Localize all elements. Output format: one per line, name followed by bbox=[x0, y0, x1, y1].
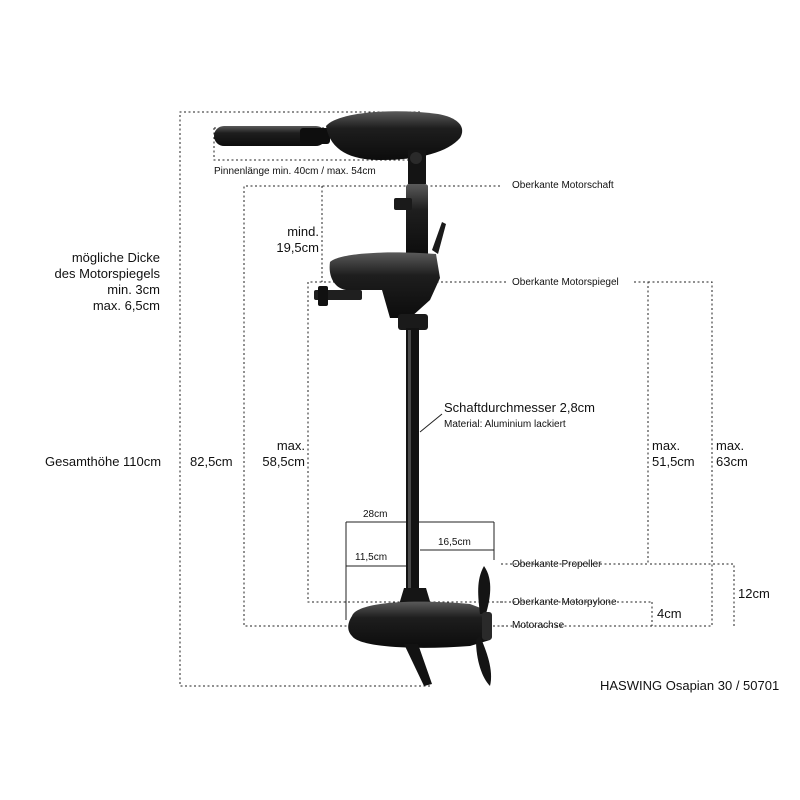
height-63-line bbox=[500, 281, 713, 627]
height-515-line bbox=[500, 281, 649, 565]
shaft-diameter-label: Schaftdurchmesser 2,8cm bbox=[444, 400, 596, 415]
trolling-motor bbox=[214, 111, 492, 686]
pylon-top-label: Oberkante Motorpylone bbox=[512, 597, 617, 608]
max-63-label: max. 63cm bbox=[716, 438, 748, 469]
propeller bbox=[478, 566, 491, 614]
width-lines bbox=[345, 521, 495, 620]
transom-bracket bbox=[329, 252, 440, 318]
tiller-length-label: Pinnenlänge min. 40cm / max. 54cm bbox=[214, 166, 376, 177]
total-height-label: Gesamthöhe 110cm bbox=[45, 454, 162, 469]
max-585-label: max. 58,5cm bbox=[262, 438, 305, 469]
tiller-handle bbox=[214, 126, 326, 146]
motor-head bbox=[326, 111, 463, 160]
max-515-label: max. 51,5cm bbox=[652, 438, 695, 469]
motor-shaft bbox=[406, 328, 419, 590]
propeller-top-label: Oberkante Propeller bbox=[512, 559, 602, 570]
dimension-lines bbox=[179, 111, 735, 687]
height-12-line bbox=[650, 563, 735, 626]
width-28-label: 28cm bbox=[363, 509, 388, 520]
transom-thickness-label: mögliche Dicke des Motorspiegels min. 3c… bbox=[54, 250, 161, 313]
product-label: HASWING Osapian 30 / 50701 bbox=[600, 678, 780, 693]
shaft-top-label: Oberkante Motorschaft bbox=[512, 180, 614, 191]
height-825-label: 82,5cm bbox=[190, 454, 233, 469]
height-4-label: 4cm bbox=[657, 606, 682, 621]
transom-top-label: Oberkante Motorspiegel bbox=[512, 277, 619, 288]
height-12-label: 12cm bbox=[738, 586, 770, 601]
min-195-label: mind. 19,5cm bbox=[276, 224, 319, 255]
motor-pod bbox=[348, 601, 490, 648]
width-115-label: 11,5cm bbox=[355, 552, 388, 563]
shaft-pointer bbox=[419, 413, 443, 433]
motor-axis-label: Motorachse bbox=[512, 620, 565, 631]
tiller-length-line bbox=[213, 128, 413, 161]
material-label: Material: Aluminium lackiert bbox=[444, 419, 566, 430]
total-height-line bbox=[179, 111, 430, 687]
height-825-line bbox=[243, 185, 505, 627]
width-165-label: 16,5cm bbox=[438, 537, 471, 548]
